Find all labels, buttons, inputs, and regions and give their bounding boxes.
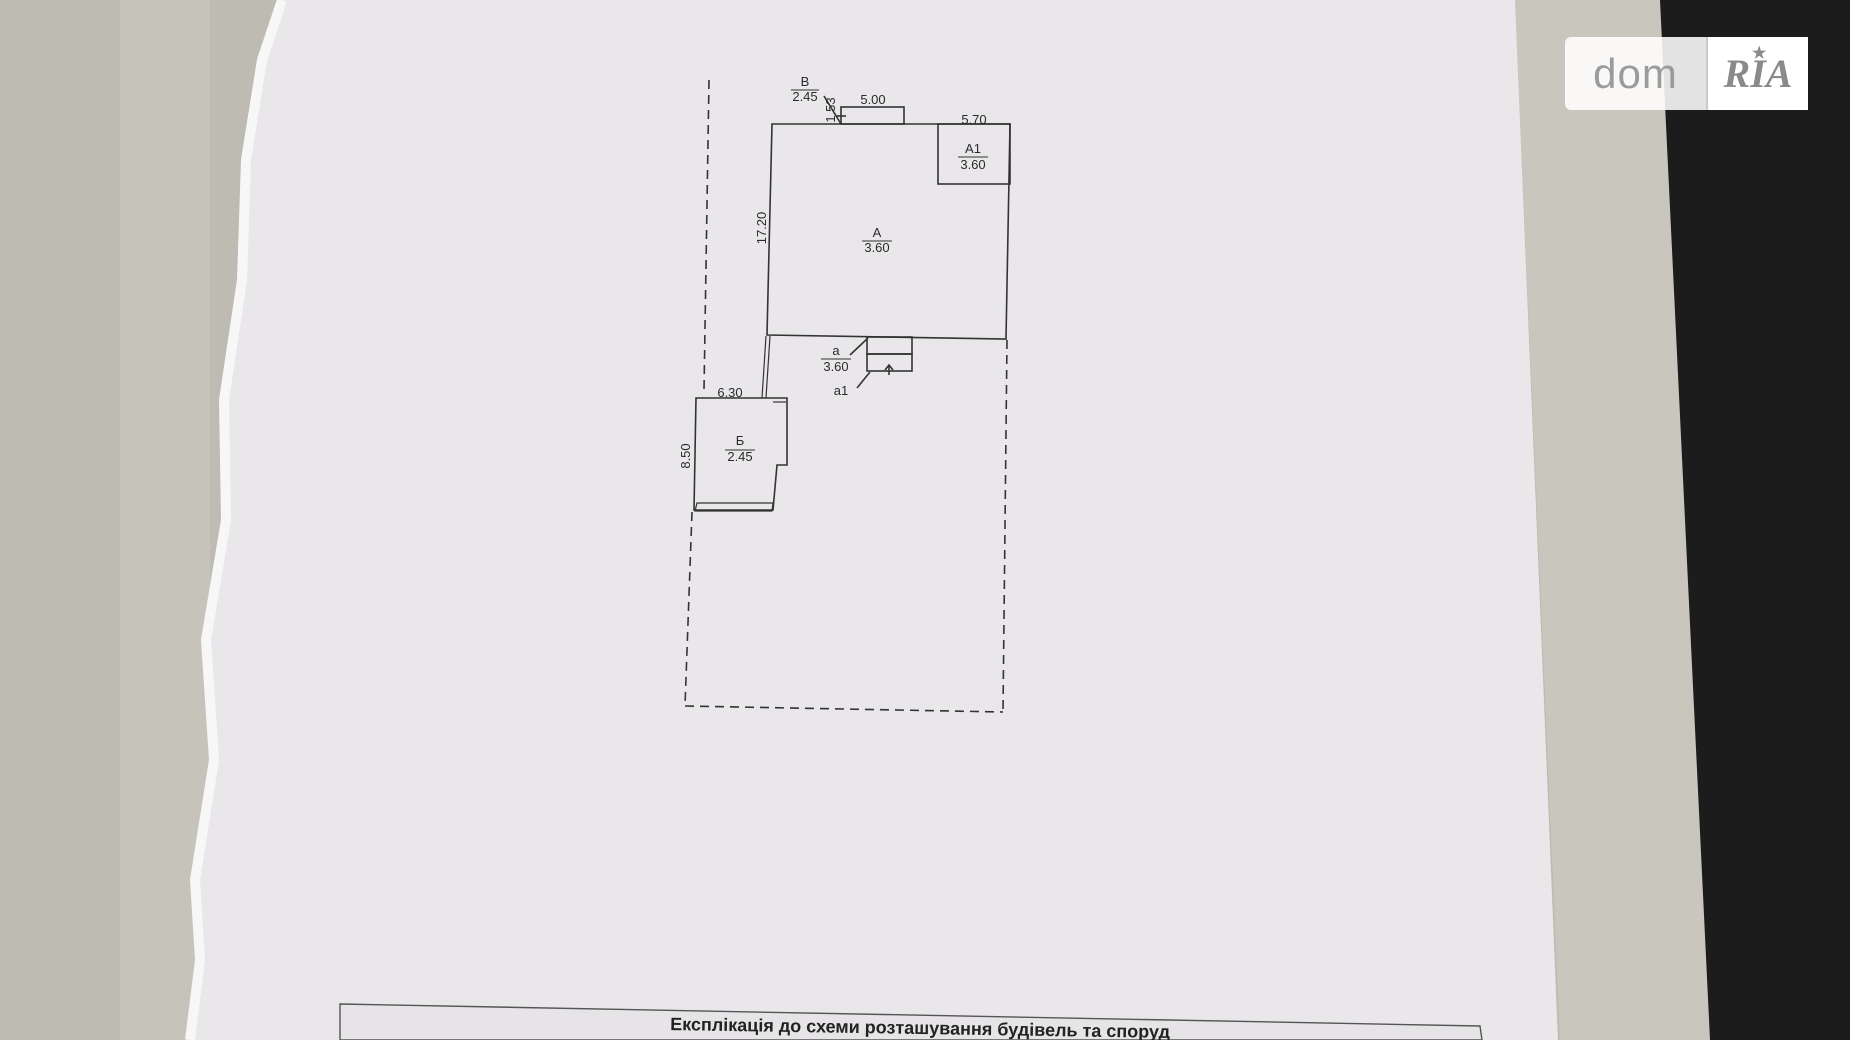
label-b-name: Б: [736, 433, 745, 448]
leader-v: [823, 95, 842, 125]
leader-a: [849, 337, 869, 356]
building-a-outline: [766, 123, 1011, 340]
site-plan: [684, 79, 1011, 713]
paper-sheet: [190, 0, 1558, 1040]
label-porch-name: а: [832, 343, 840, 358]
label-dim-1-53: 1.53: [823, 97, 838, 122]
label-dim-17-20: 17.20: [754, 212, 769, 245]
underlying-sheet: [1515, 0, 1710, 1040]
label-v-height: 2.45: [792, 89, 817, 104]
label-porch-height: 3.60: [823, 359, 848, 374]
watermark-dom-text: dom: [1593, 49, 1678, 97]
label-a-height: 3.60: [864, 240, 889, 255]
watermark-ria-logo: ★ RIA: [1706, 37, 1808, 110]
paper-torn-edge: [185, 0, 287, 1040]
label-dim-8-50: 8.50: [678, 443, 693, 468]
building-a1-outline: [937, 123, 1011, 185]
lot-boundary-left-lower: [684, 511, 693, 707]
watermark-ria-text: RIA: [1723, 51, 1793, 96]
label-dim-5-70: 5.70: [961, 112, 986, 127]
label-porch-step: а1: [834, 383, 848, 398]
explication-table: Експлікація до схеми розташування будіве…: [339, 1003, 1483, 1040]
star-icon: ★: [1752, 45, 1767, 62]
label-a1-name: А1: [965, 141, 981, 156]
connector-a-b: [761, 335, 767, 399]
label-dim-6-30: 6.30: [717, 385, 742, 400]
plan-labels: В 2.45 1.53 5.00 5.70 А1 3.60 17.20 А 3.…: [678, 74, 988, 469]
label-dim-5-00: 5.00: [860, 92, 885, 107]
label-v-name: В: [801, 74, 810, 89]
building-b-outline: [693, 397, 788, 511]
label-b-height: 2.45: [727, 449, 752, 464]
leader-a1: [856, 371, 871, 389]
label-a-name: А: [873, 225, 882, 240]
lot-boundary-left: [703, 79, 710, 391]
domria-watermark: dom ★ RIA: [1565, 37, 1808, 110]
lot-boundary-bottom: [684, 705, 1004, 713]
label-a1-height: 3.60: [960, 157, 985, 172]
lot-boundary-right: [1002, 339, 1008, 713]
